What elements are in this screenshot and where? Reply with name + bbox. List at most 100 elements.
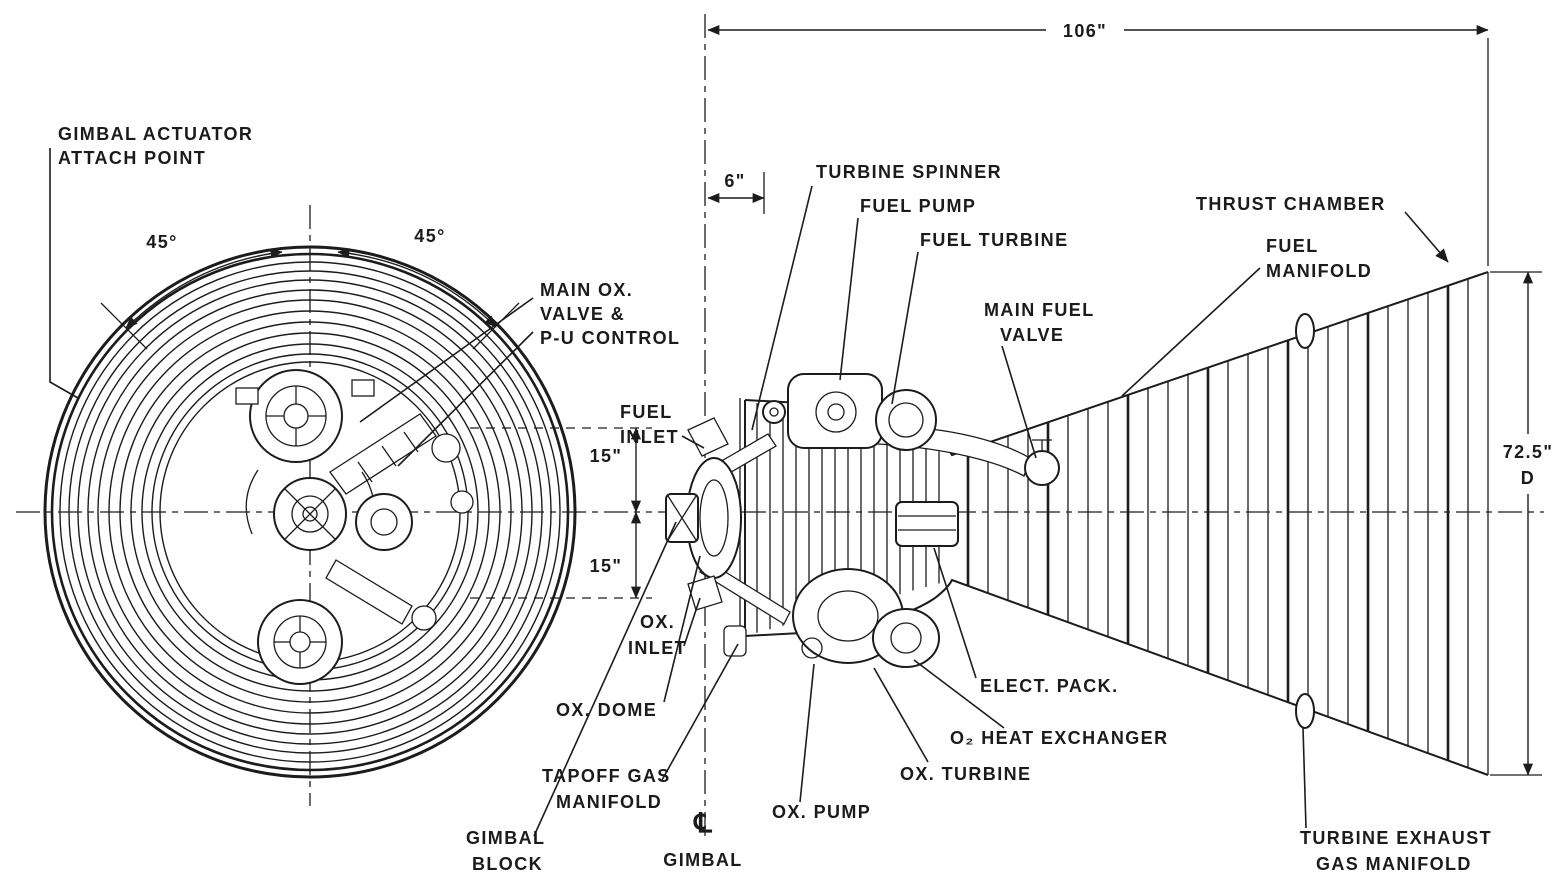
fuel-turbine-label: FUEL TURBINE xyxy=(920,230,1068,250)
gimbal-offset-dimension xyxy=(707,172,765,214)
nozzle-ring xyxy=(119,321,501,703)
main-fuel-valve-label-line1: MAIN FUEL xyxy=(984,300,1095,320)
exit-diameter-letter-label: D xyxy=(1521,468,1535,488)
turbine-spinner-shape xyxy=(762,400,786,424)
fuel-turbine-leader xyxy=(891,251,919,405)
ox-inlet-label-line2: INLET xyxy=(628,638,687,658)
ox-dome-leader xyxy=(663,555,701,703)
elect-pack-label: ELECT. PACK. xyxy=(980,676,1118,696)
exit-diameter-dimension xyxy=(1490,271,1562,776)
o2-heat-exchanger-leader xyxy=(913,659,1005,729)
fuel-turbine-shape xyxy=(875,389,937,451)
gimbal-block-label-line2: BLOCK xyxy=(472,854,543,874)
end-view-duct-upper xyxy=(329,413,437,495)
power-head xyxy=(665,373,1060,668)
angle-left-label: 45° xyxy=(146,232,177,252)
fuel-inlet-label-line1: FUEL xyxy=(620,402,673,422)
fuel-inlet-label-line2: INLET xyxy=(620,427,679,447)
turbine-exhaust-label-line2: GAS MANIFOLD xyxy=(1316,854,1472,874)
tapoff-label-line1: TAPOFF GAS xyxy=(542,766,671,786)
gimbal-block-leader xyxy=(533,521,677,837)
exit-diameter-label: 72.5" xyxy=(1503,442,1554,462)
centerline-symbol: ℄ xyxy=(692,808,712,838)
end-view-fuel-pump xyxy=(249,369,343,463)
main-fuel-valve-shape xyxy=(1024,450,1060,486)
ox-turbine-leader xyxy=(873,667,929,763)
gimbal-actuator-label-line1: GIMBAL ACTUATOR xyxy=(58,124,253,144)
gimbal-offset-label: 6" xyxy=(724,171,745,191)
o2-heat-exchanger-label: O₂ HEAT EXCHANGER xyxy=(950,728,1168,748)
nozzle-ring xyxy=(77,279,543,745)
ox-turbine-label: OX. TURBINE xyxy=(900,764,1031,784)
ox-dome-label: OX. DOME xyxy=(556,700,657,720)
ox-turbine-shape xyxy=(872,608,940,668)
main-fuel-valve-label-line2: VALVE xyxy=(1000,325,1064,345)
thrust-chamber-contour xyxy=(739,271,1489,776)
upper-radius-label: 15" xyxy=(590,446,623,466)
ox-inlet-leader xyxy=(683,597,701,647)
thrust-chamber-label: THRUST CHAMBER xyxy=(1196,194,1386,214)
end-view-bracket-right xyxy=(351,379,375,397)
nozzle-tubes xyxy=(966,278,1469,768)
tapoff-leader xyxy=(661,643,739,781)
turbine-exhaust-label-line1: TURBINE EXHAUST xyxy=(1300,828,1492,848)
fuel-inlet-leader xyxy=(681,435,705,449)
main-ox-leader-2 xyxy=(397,331,534,467)
fuel-inlet-duct xyxy=(687,417,729,457)
fuel-manifold-label-line2: MANIFOLD xyxy=(1266,261,1372,281)
nozzle-ring xyxy=(50,252,570,772)
main-fuel-valve-leader xyxy=(1001,345,1037,459)
main-ox-label-line3: P-U CONTROL xyxy=(540,328,680,348)
turbine-spinner-leader xyxy=(751,185,813,431)
end-view-machinery xyxy=(235,369,474,685)
fuel-pump-label: FUEL PUMP xyxy=(860,196,976,216)
end-view-nozzle-rings xyxy=(43,245,577,779)
overall-length-label: 106" xyxy=(1063,21,1107,41)
nozzle-ring xyxy=(97,299,523,725)
main-ox-label-line1: MAIN OX. xyxy=(540,280,633,300)
end-view-duct-lower xyxy=(325,559,413,625)
end-view-ox-pump xyxy=(257,599,343,685)
end-view-pipe-left xyxy=(245,469,259,535)
tapoff-manifold-shape xyxy=(723,625,747,657)
end-view-lower-flange xyxy=(411,605,437,631)
ox-inlet-duct xyxy=(687,575,723,611)
angle-tick-left xyxy=(100,302,148,350)
fuel-pump-leader xyxy=(839,217,859,381)
turbine-exhaust-leader xyxy=(1302,727,1307,829)
side-view-labels: FUEL INLET TURBINE SPINNER FUEL PUMP FUE… xyxy=(466,162,1492,874)
dimension-labels: 106" 6" 15" 15" 72.5" D xyxy=(590,21,1554,576)
end-view-valve-unit xyxy=(355,493,413,551)
turbine-exhaust-manifold-ring xyxy=(1295,693,1315,729)
fuel-manifold-label-line1: FUEL xyxy=(1266,236,1319,256)
ox-pump-label: OX. PUMP xyxy=(772,802,871,822)
end-view-angle-marks xyxy=(100,248,520,350)
gimbal-actuator-label-line2: ATTACH POINT xyxy=(58,148,206,168)
end-view-labels: GIMBAL ACTUATOR ATTACH POINT 45° 45° MAI… xyxy=(58,124,680,348)
ox-pump-leader xyxy=(799,663,815,803)
turbine-spinner-label: TURBINE SPINNER xyxy=(816,162,1002,182)
angle-arc-left xyxy=(125,248,283,329)
nozzle-ring xyxy=(68,270,552,754)
elect-pack-shape xyxy=(895,501,959,547)
radius-dimensions xyxy=(470,427,652,599)
angle-arc-right xyxy=(337,248,497,328)
fuel-pump-shape xyxy=(787,373,883,449)
overall-length-dimension xyxy=(707,14,1489,266)
main-ox-leader-1 xyxy=(359,297,534,423)
thrust-chamber-leader xyxy=(1404,211,1449,263)
lower-radius-label: 15" xyxy=(590,556,623,576)
ox-inlet-label-line1: OX. xyxy=(640,612,675,632)
gimbal-label: GIMBAL xyxy=(663,850,742,870)
nozzle-ring xyxy=(108,310,512,714)
nozzle-ring xyxy=(43,245,577,779)
gimbal-block-label-line1: GIMBAL xyxy=(466,828,545,848)
fuel-manifold-ring-top xyxy=(1295,313,1315,349)
gimbal-actuator-leader xyxy=(49,148,79,399)
angle-right-label: 45° xyxy=(414,226,445,246)
fuel-manifold-leader xyxy=(1121,267,1261,397)
nozzle-ring xyxy=(59,261,561,763)
end-view-bracket-left xyxy=(235,387,259,405)
